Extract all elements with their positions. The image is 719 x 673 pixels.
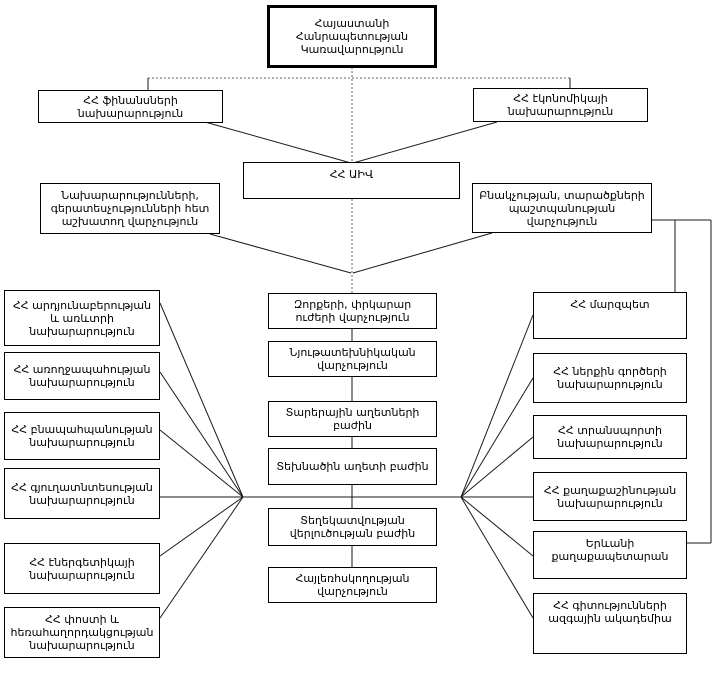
node-government: Հայաստանի Հանրապետության Կառավարություն bbox=[267, 5, 437, 68]
node-aiv: ՀՀ ԱԻՎ bbox=[243, 162, 460, 199]
node-health-ministry: ՀՀ առողջապահության նախարարություն bbox=[4, 352, 160, 400]
node-troops-rescue-dept: Զորքերի, փրկարար ուժերի վարչություն bbox=[268, 293, 437, 329]
node-industry-trade-ministry: ՀՀ արդյունաբերության և առևտրի նախարարութ… bbox=[4, 290, 160, 346]
node-energy-ministry: ՀՀ էներգետիկայի նախարարություն bbox=[4, 543, 160, 594]
node-logistics-dept: Նյութատեխնիկական վարչություն bbox=[268, 341, 437, 377]
node-academy-of-sciences: ՀՀ գիտությունների ազգային ակադեմիա bbox=[533, 593, 687, 654]
node-technogenic-disaster-division: Տեխնածին աղետի բաժին bbox=[268, 448, 437, 485]
node-post-telecom-ministry: ՀՀ փոստի և հեռահաղորդակցության նախարարու… bbox=[4, 607, 160, 658]
node-yerevan-municipality: Երևանի քաղաքապետարան bbox=[533, 531, 687, 579]
node-environment-ministry: ՀՀ բնապահպանության նախարարություն bbox=[4, 412, 160, 460]
node-ministries-liaison-dept: Նախարարությունների, գերատեսչությունների … bbox=[40, 183, 220, 234]
node-mountain-monitoring-dept: Հայլեռհսկողության վարչություն bbox=[268, 567, 437, 603]
node-info-analysis-division: Տեղեկատվության վերլուծության բաժին bbox=[268, 508, 437, 546]
node-urban-development-ministry: ՀՀ քաղաքաշինության նախարարություն bbox=[533, 472, 687, 521]
node-internal-affairs-ministry: ՀՀ ներքին գործերի նախարարություն bbox=[533, 353, 687, 403]
node-agriculture-ministry: ՀՀ գյուղատնտեսության նախարարություն bbox=[4, 468, 160, 519]
node-economy-ministry: ՀՀ էկոնոմիկայի նախարարություն bbox=[473, 88, 648, 122]
node-population-protection-dept: Բնակչության, տարածքների պաշտպանության վա… bbox=[472, 183, 652, 233]
node-natural-disasters-division: Տարերային աղետների բաժին bbox=[268, 401, 437, 437]
node-finance-ministry: ՀՀ ֆինանսների նախարարություն bbox=[38, 90, 223, 123]
node-marzpet: ՀՀ մարզպետ bbox=[533, 292, 687, 339]
node-transport-ministry: ՀՀ տրանսպորտի նախարարություն bbox=[533, 415, 687, 459]
